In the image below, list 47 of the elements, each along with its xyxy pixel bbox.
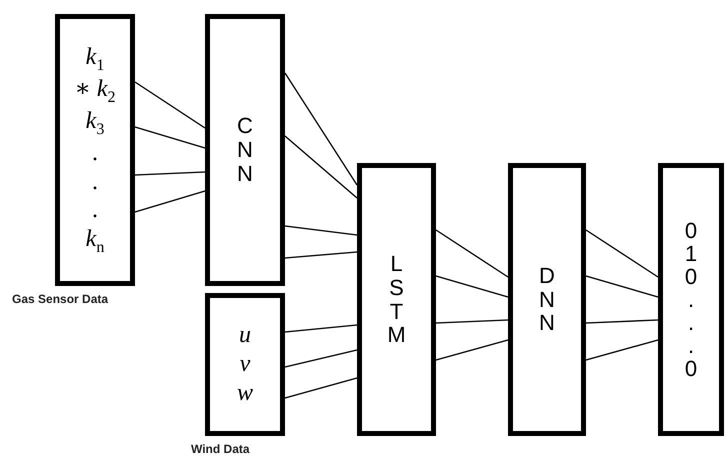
layer-box [658,163,724,436]
connector-line [284,225,358,236]
output-value: . [688,288,694,312]
layer-box [357,163,436,436]
connector-line [436,319,508,324]
connector-line [436,275,508,298]
input-variable: k$_{3}$ [86,106,104,139]
input-variable: . [92,138,98,168]
layer-box [205,14,285,286]
input-variable: w [236,378,253,408]
input-variable: . [92,168,98,196]
connector-line [586,319,658,324]
layer-name: C N N [236,114,254,186]
connector-line [134,190,206,213]
input-caption: Gas Sensor Data [12,292,108,306]
input-variable: u [239,321,251,350]
connector-line [436,339,508,361]
connector-line [284,251,358,259]
layer-name: L S T M [386,252,407,347]
input-variable: k$_{1}$ [86,42,104,75]
output-value: . [688,334,694,358]
connector-line [284,324,358,333]
layer-name: D N N [538,264,556,336]
layer-box [205,293,285,436]
connector-line [284,349,358,368]
input-caption: Wind Data [191,442,250,456]
output-value: . [688,311,694,334]
connector-line [284,72,358,186]
connector-line [284,377,358,399]
input-variable: ∗ k$_{2}$ [74,74,116,107]
connector-line [134,171,206,176]
output-value: 0 [684,357,698,380]
connector-line [436,229,508,278]
input-variable: v [240,350,250,379]
connector-line [284,136,358,198]
connector-line [586,229,658,278]
layer-box [55,14,135,286]
connector-line [586,339,658,361]
connector-line [134,81,206,129]
layer-box [508,163,586,436]
connector-line [134,126,206,149]
output-value: 0 [684,218,698,242]
output-value: 0 [684,264,698,288]
input-variable: k$_{n}$ [86,225,104,258]
output-value: 1 [684,242,698,265]
connector-line [586,275,658,298]
input-variable: . [92,196,98,226]
